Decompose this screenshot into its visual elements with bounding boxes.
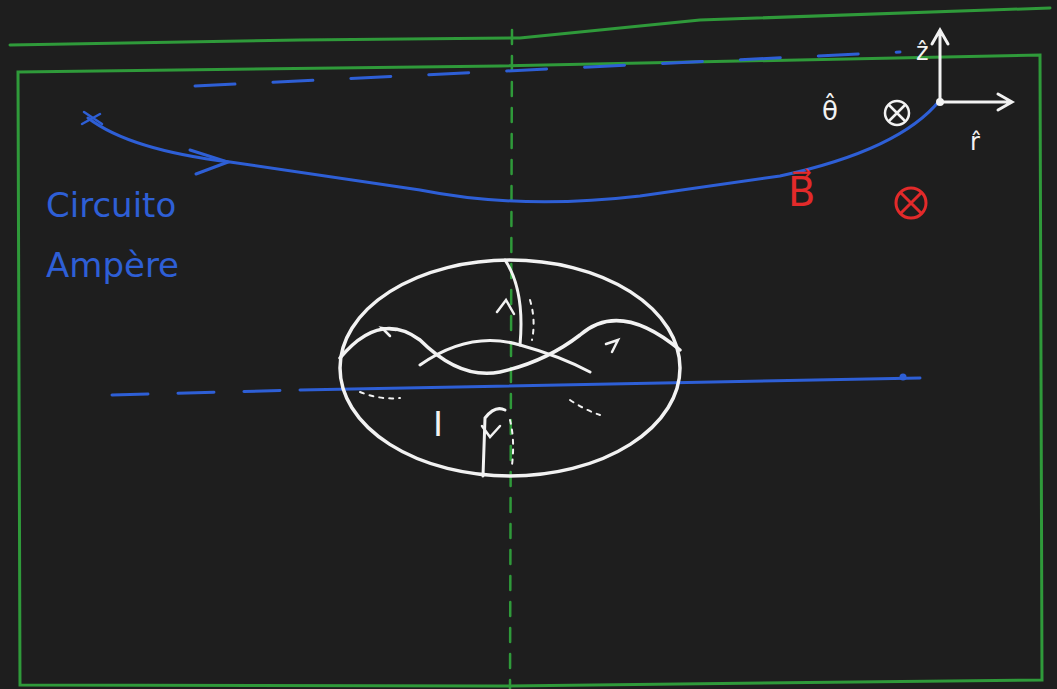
circuit-label: Circuito Ampère [46,176,236,295]
axis-label: θ̂ [822,96,838,127]
ampere-circuit [82,52,940,395]
field-label: B⃗ [788,168,815,216]
axis-label: ẑ [916,38,929,67]
frame [10,8,1050,689]
field-marks [896,188,926,218]
current-label: I [433,404,443,445]
axes [885,30,1012,125]
axis-label: r̂ [970,128,980,157]
torus [340,260,680,476]
